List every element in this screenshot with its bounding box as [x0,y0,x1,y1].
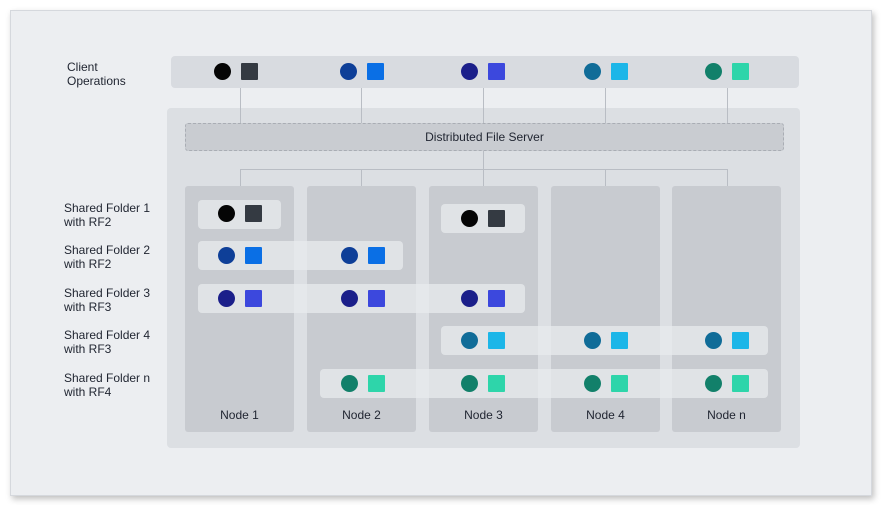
client-share-1-circle [214,63,231,80]
client-share-1-square [241,63,258,80]
client-operations-bar [171,56,799,88]
shared-folder-3-replica-node-1 [218,290,266,308]
client-share-3-square [488,63,505,80]
shared-folder-3-square [488,290,505,307]
shared-folder-3-circle [218,290,235,307]
node-connector-3 [483,169,484,186]
client-share-3-circle [461,63,478,80]
shared-folder-n-circle [341,375,358,392]
shared-folder-4-circle [705,332,722,349]
shared-folder-1-name: Shared Folder 1 [64,201,151,215]
node-connector-1 [240,169,241,186]
shared-folder-4-name: Shared Folder 4 [64,328,151,342]
shared-folder-4-replica-node-n [705,332,753,350]
server-down-connector [483,151,484,169]
shared-folder-n-circle [705,375,722,392]
client-share-1-pair [214,63,262,81]
shared-folder-1-circle [461,210,478,227]
client-share-2-circle [340,63,357,80]
shared-folder-n-band [320,369,768,398]
shared-folder-n-replica-node-2 [341,375,389,393]
node-connector-4 [605,169,606,186]
shared-folder-n-replica-node-3 [461,375,509,393]
shared-folder-2-replica-node-2 [341,247,389,265]
shared-folder-3-replica-node-3 [461,290,509,308]
distributed-file-server-title: Distributed File Server [425,130,544,144]
shared-folder-2-square [245,247,262,264]
node-connector-2 [361,169,362,186]
node-2-label: Node 2 [342,408,381,422]
shared-folder-n-square [488,375,505,392]
client-connector-5 [727,88,728,123]
shared-folder-3-circle [461,290,478,307]
shared-folder-1-square [245,205,262,222]
node-1-label: Node 1 [220,408,259,422]
client-connector-2 [361,88,362,123]
shared-folder-2-label: Shared Folder 2 with RF2 [64,243,150,271]
node-4-label: Node 4 [586,408,625,422]
shared-folder-1-square [488,210,505,227]
client-share-3-pair [461,63,509,81]
shared-folder-n-replica-node-4 [584,375,632,393]
shared-folder-4-replica-node-3 [461,332,509,350]
node-connector-5 [727,169,728,186]
shared-folder-2-circle [218,247,235,264]
client-operations-line-1: Client [67,60,98,74]
shared-folder-2-name: Shared Folder 2 [64,243,151,257]
shared-folder-4-square [611,332,628,349]
shared-folder-3-square [368,290,385,307]
client-share-4-circle [584,63,601,80]
shared-folder-1-replica-node-1 [218,205,266,223]
shared-folder-4-label: Shared Folder 4 with RF3 [64,328,150,356]
client-share-2-pair [340,63,388,81]
shared-folder-n-square [368,375,385,392]
shared-folder-4-circle [584,332,601,349]
shared-folder-2-rf: with RF2 [64,257,112,271]
shared-folder-1-replica-node-3 [461,210,509,228]
client-connector-4 [605,88,606,123]
shared-folder-n-replica-node-n [705,375,753,393]
shared-folder-n-circle [461,375,478,392]
shared-folder-2-circle [341,247,358,264]
shared-folder-n-name: Shared Folder n [64,371,151,385]
shared-folder-3-circle [341,290,358,307]
client-operations-label: Client Operations [67,60,126,88]
shared-folder-n-label: Shared Folder n with RF4 [64,371,150,399]
distributed-file-server: Distributed File Server [185,123,784,151]
client-connector-1 [240,88,241,123]
shared-folder-3-rf: with RF3 [64,300,112,314]
shared-folder-n-square [732,375,749,392]
shared-folder-1-rf: with RF2 [64,215,112,229]
shared-folder-3-label: Shared Folder 3 with RF3 [64,286,150,314]
shared-folder-4-circle [461,332,478,349]
shared-folder-2-replica-node-1 [218,247,266,265]
shared-folder-3-replica-node-2 [341,290,389,308]
shared-folder-1-band-node-1 [198,200,281,229]
node-bus-connector [240,169,728,170]
shared-folder-4-square [488,332,505,349]
client-share-4-square [611,63,628,80]
shared-folder-n-rf: with RF4 [64,385,112,399]
node-n-label: Node n [707,408,746,422]
shared-folder-4-square [732,332,749,349]
client-connector-3 [483,88,484,123]
node-3-label: Node 3 [464,408,503,422]
client-share-4-pair [584,63,632,81]
shared-folder-4-rf: with RF3 [64,342,112,356]
shared-folder-4-replica-node-4 [584,332,632,350]
shared-folder-1-label: Shared Folder 1 with RF2 [64,201,150,229]
client-share-5-square [732,63,749,80]
shared-folder-1-band-node-3 [441,204,525,233]
shared-folder-3-name: Shared Folder 3 [64,286,151,300]
shared-folder-n-square [611,375,628,392]
client-share-2-square [367,63,384,80]
client-operations-line-2: Operations [67,74,126,88]
shared-folder-2-square [368,247,385,264]
client-share-5-circle [705,63,722,80]
client-share-5-pair [705,63,753,81]
shared-folder-3-square [245,290,262,307]
shared-folder-n-circle [584,375,601,392]
shared-folder-1-circle [218,205,235,222]
